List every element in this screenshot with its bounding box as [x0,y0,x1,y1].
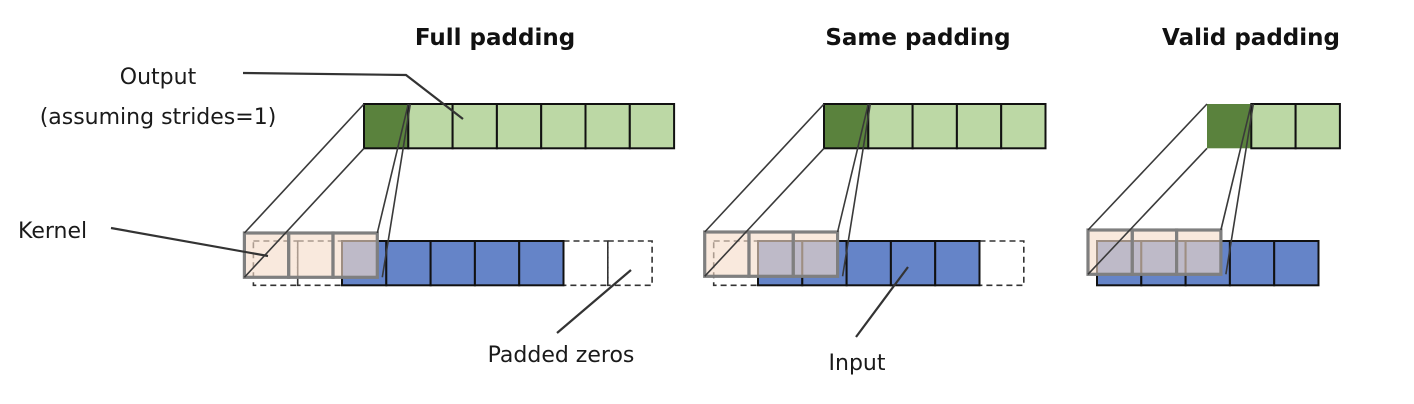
leader-line-padded-zeros [556,269,632,334]
input-cell [473,240,521,287]
padded-zero-cell [606,240,653,287]
kernel-cell [1174,228,1223,276]
panel-same-padding [703,103,1047,287]
title-same-padding: Same padding [825,25,1010,51]
output-cell-active [823,103,870,150]
label-kernel: Kernel [18,219,87,244]
kernel-cell [331,231,379,279]
projection-line [1225,103,1255,275]
title-full-padding: Full padding [415,25,575,51]
input-cell [385,240,432,287]
projection-line [376,103,410,234]
projection-line [1087,103,1208,231]
input-cell [429,240,476,287]
label-padded-zeros: Padded zeros [488,343,635,368]
projection-line [704,147,825,277]
input-cell [845,240,892,287]
output-cell-active [1207,104,1252,149]
padded-zero-cell [978,240,1025,287]
output-cell [1000,103,1047,150]
kernel-cell [1130,228,1179,276]
projection-line [841,103,872,277]
projection-line [381,103,412,278]
output-cell [584,103,631,150]
kernel-cell [791,230,840,278]
leader-line-kernel [110,226,269,258]
input-cell [1228,240,1276,287]
label-output: Output [120,65,197,90]
output-cell [955,103,1003,150]
output-cell [407,103,454,150]
input-cell [934,240,981,287]
projection-line [1220,103,1253,231]
output-cell [495,103,543,150]
projection-line [243,103,365,234]
kernel-cell [747,230,795,278]
panel-full-padding [242,103,676,287]
output-cell [628,103,676,150]
projection-line [836,103,870,233]
output-cell [540,103,587,150]
title-valid-padding: Valid padding [1162,25,1340,51]
input-cell [1273,240,1320,287]
padded-zero-cell [562,240,609,287]
output-cell [911,103,958,150]
input-cell [518,240,565,287]
output-cell [1250,103,1297,150]
input-cell [889,240,937,287]
projection-line [1087,147,1208,275]
output-cell [1294,103,1341,150]
projection-line [704,103,825,233]
leader-line-output [242,71,464,120]
output-cell [451,103,498,150]
output-cell [867,103,914,150]
kernel-cell [287,231,335,279]
output-cell-active [363,103,410,150]
label-input: Input [829,351,886,376]
leader-lines [110,71,909,338]
panel-valid-padding [1086,103,1341,287]
leader-line-input [855,266,909,338]
label-output-strides: (assuming strides=1) [40,105,277,130]
